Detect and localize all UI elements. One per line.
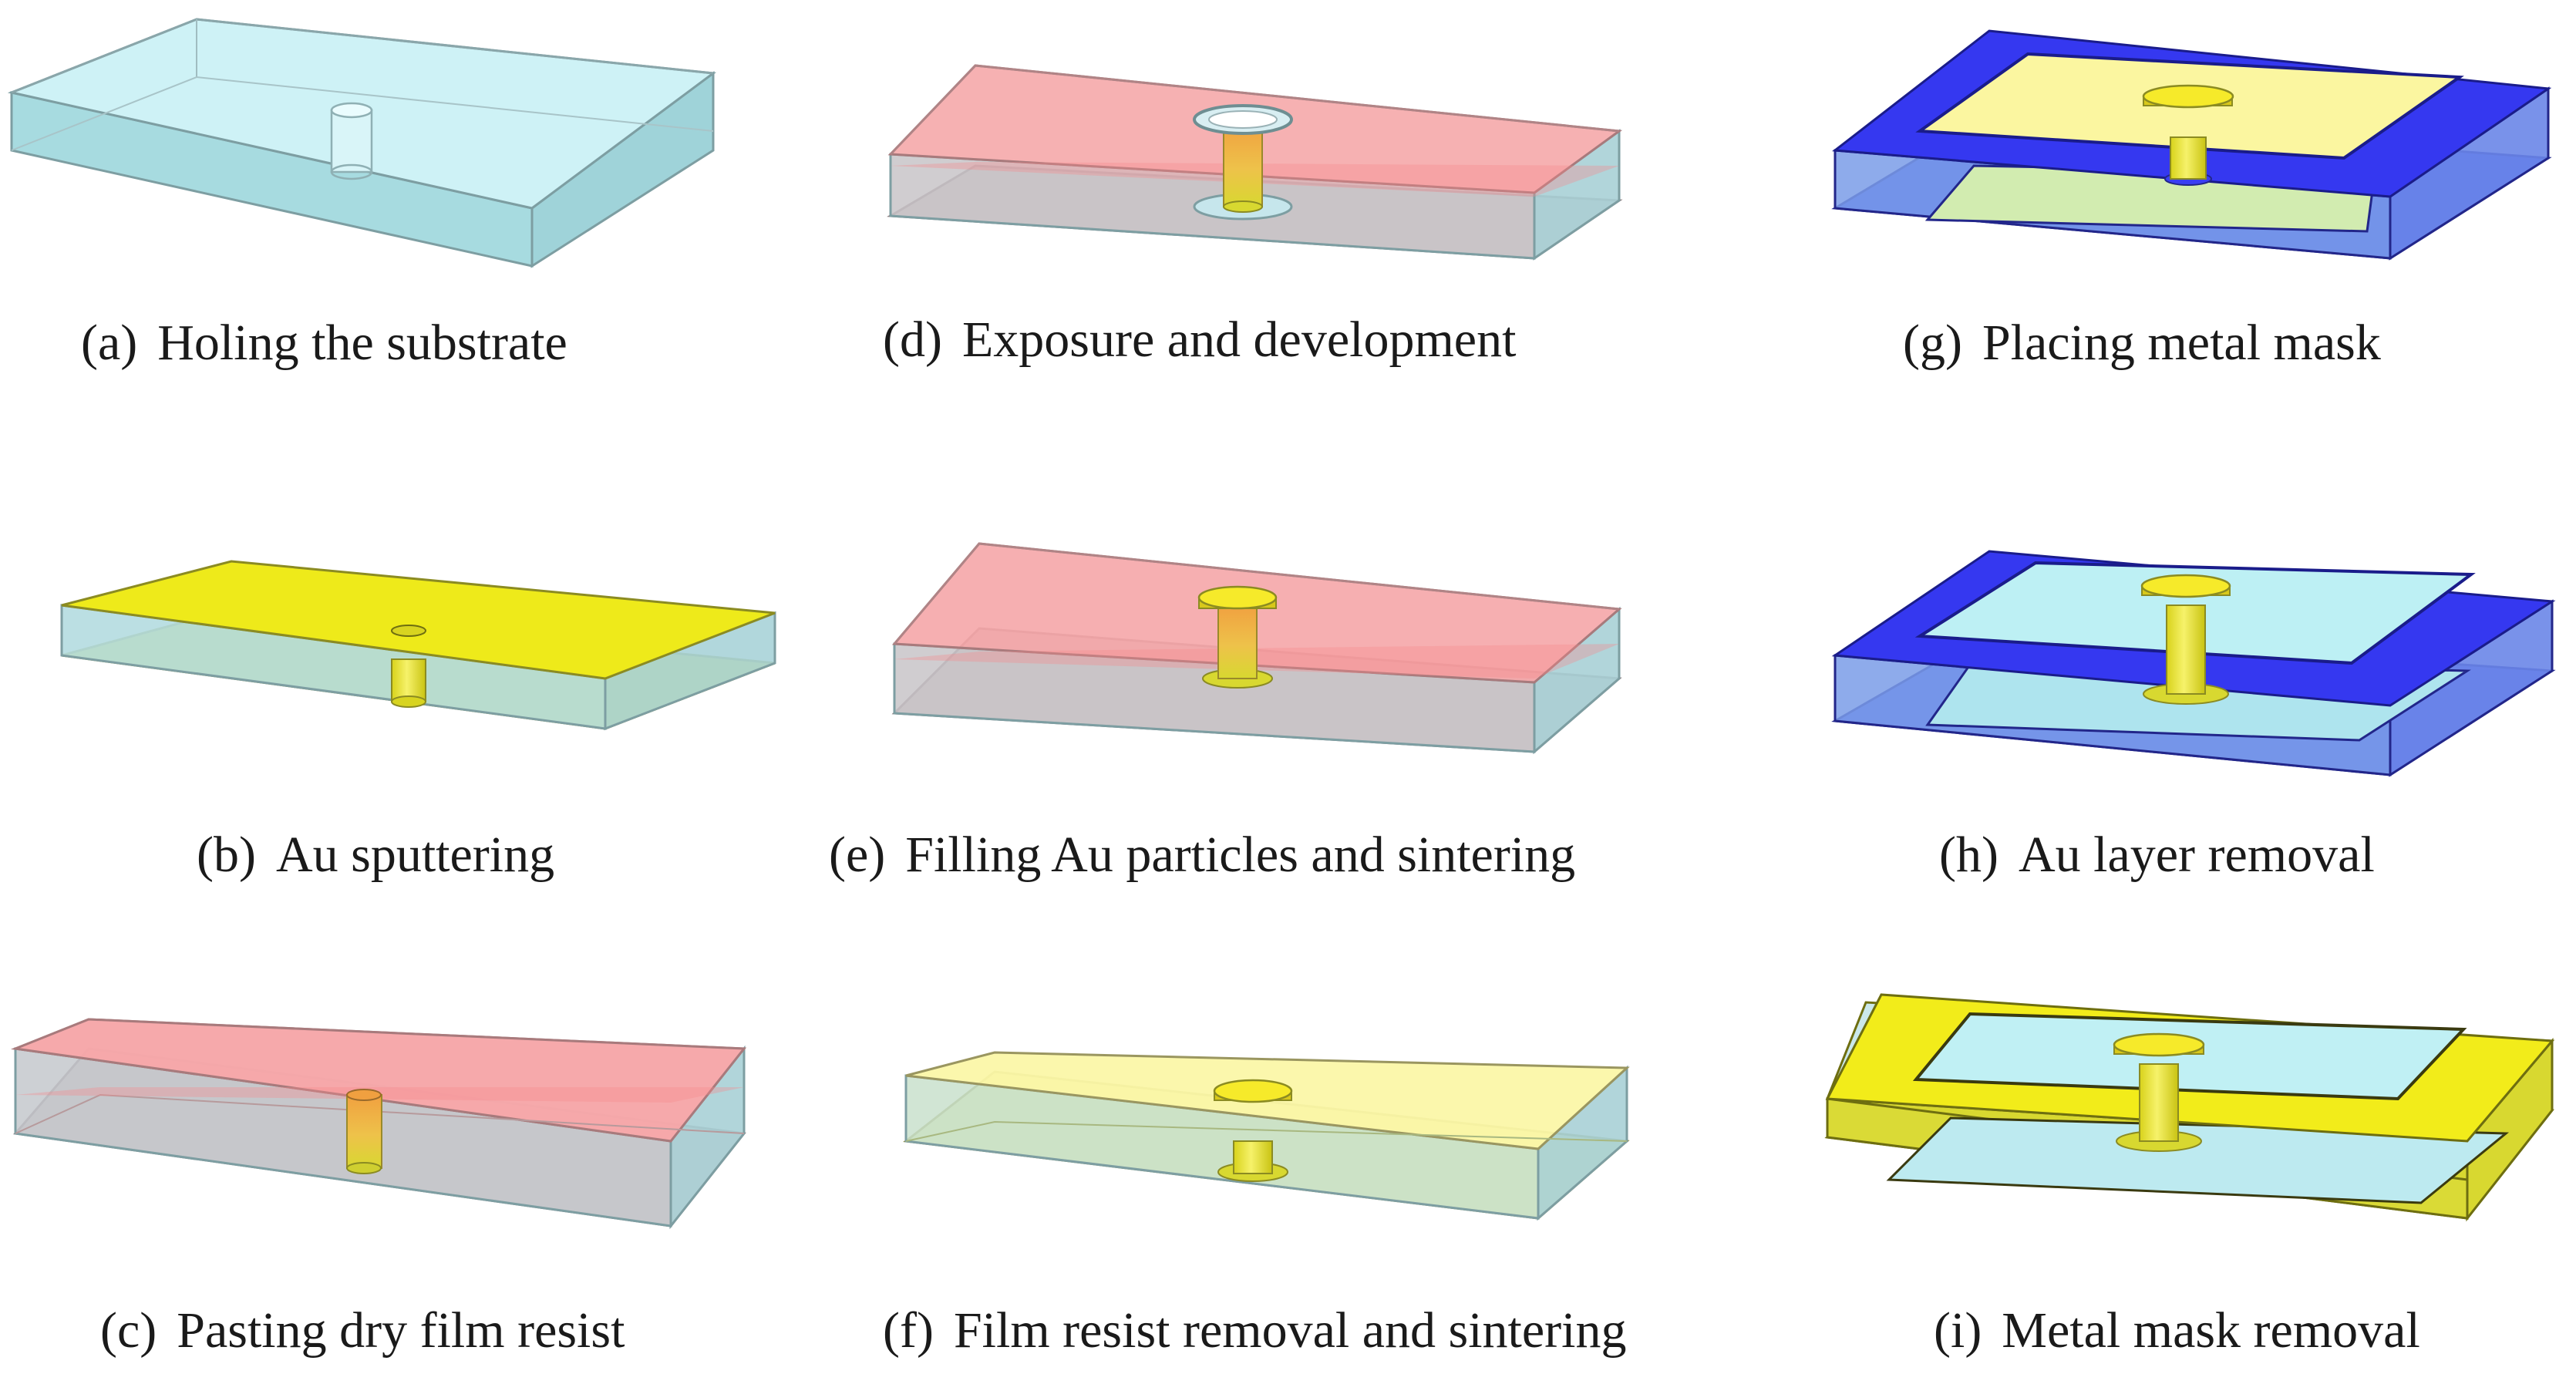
caption-i-label: (i) [1934, 1302, 1982, 1359]
caption-b-text: Au sputtering [275, 827, 555, 883]
hole [330, 102, 373, 180]
caption-h: (h) Au layer removal [1939, 830, 2375, 881]
caption-b: (b) Au sputtering [197, 830, 554, 881]
caption-f-label: (f) [883, 1302, 934, 1359]
illustration-a [7, 18, 716, 268]
illustration-g [1831, 29, 2552, 261]
caption-f: (f) Film resist removal and sintering [883, 1305, 1626, 1356]
caption-a: (a) Holing the substrate [81, 318, 567, 369]
illustration-h [1831, 550, 2556, 777]
caption-a-label: (a) [81, 315, 138, 371]
caption-f-text: Film resist removal and sintering [953, 1302, 1627, 1359]
illustration-i [1824, 993, 2555, 1222]
caption-g-text: Placing metal mask [1982, 315, 2381, 371]
caption-i: (i) Metal mask removal [1934, 1305, 2420, 1356]
caption-e-text: Filling Au particles and sintering [905, 827, 1576, 883]
caption-d: (d) Exposure and development [883, 315, 1516, 365]
caption-c-text: Pasting dry film resist [177, 1302, 625, 1359]
caption-d-text: Exposure and development [961, 312, 1517, 368]
illustration-d [887, 64, 1623, 261]
caption-c: (c) Pasting dry film resist [100, 1305, 625, 1356]
illustration-e [891, 542, 1622, 755]
caption-e: (e) Filling Au particles and sintering [829, 830, 1575, 881]
caption-c-label: (c) [100, 1302, 157, 1359]
caption-e-label: (e) [829, 827, 886, 883]
caption-h-label: (h) [1939, 827, 1999, 883]
caption-d-label: (d) [883, 312, 942, 368]
caption-i-text: Metal mask removal [2002, 1302, 2420, 1359]
illustration-f [903, 1051, 1630, 1221]
caption-g-label: (g) [1903, 315, 1962, 371]
caption-b-label: (b) [197, 827, 256, 883]
caption-a-text: Holing the substrate [157, 315, 567, 371]
caption-g: (g) Placing metal mask [1903, 318, 2381, 369]
caption-h-text: Au layer removal [2018, 827, 2375, 883]
illustration-c [11, 1018, 746, 1230]
illustration-b [60, 560, 776, 731]
